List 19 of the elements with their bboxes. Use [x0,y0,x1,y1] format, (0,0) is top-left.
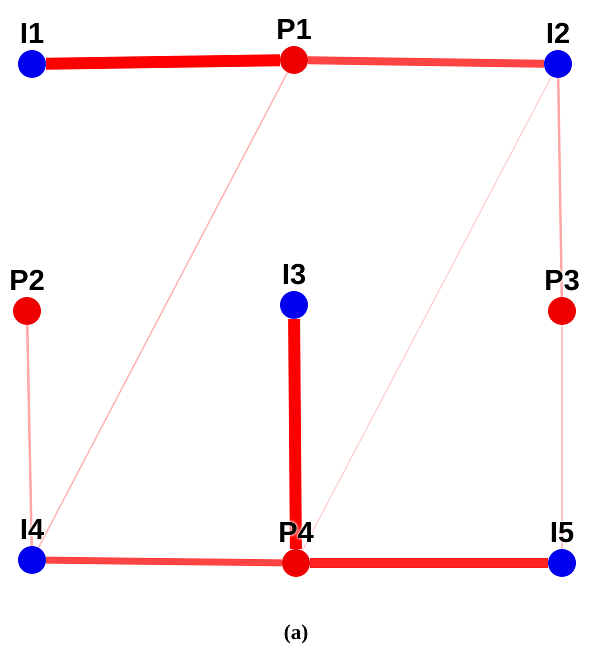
connector-line [46,54,280,70]
connector-line [302,76,552,552]
connector-line [556,78,564,298]
node-label: I1 [20,18,44,50]
node-label: P2 [9,265,45,297]
connector-line [308,56,544,68]
connector-line [26,324,33,546]
connector-line [38,72,288,548]
connector-line [561,325,563,549]
node-label: P1 [276,14,312,46]
node-label: I3 [282,259,306,291]
node-label: P3 [544,265,580,297]
node-label: I5 [550,517,574,549]
connector-line [310,558,548,568]
connector-line [46,556,282,566]
caption: (a) [282,620,310,645]
connector-line [288,318,302,550]
node-label: I4 [20,514,44,546]
node-label: I2 [546,18,570,50]
